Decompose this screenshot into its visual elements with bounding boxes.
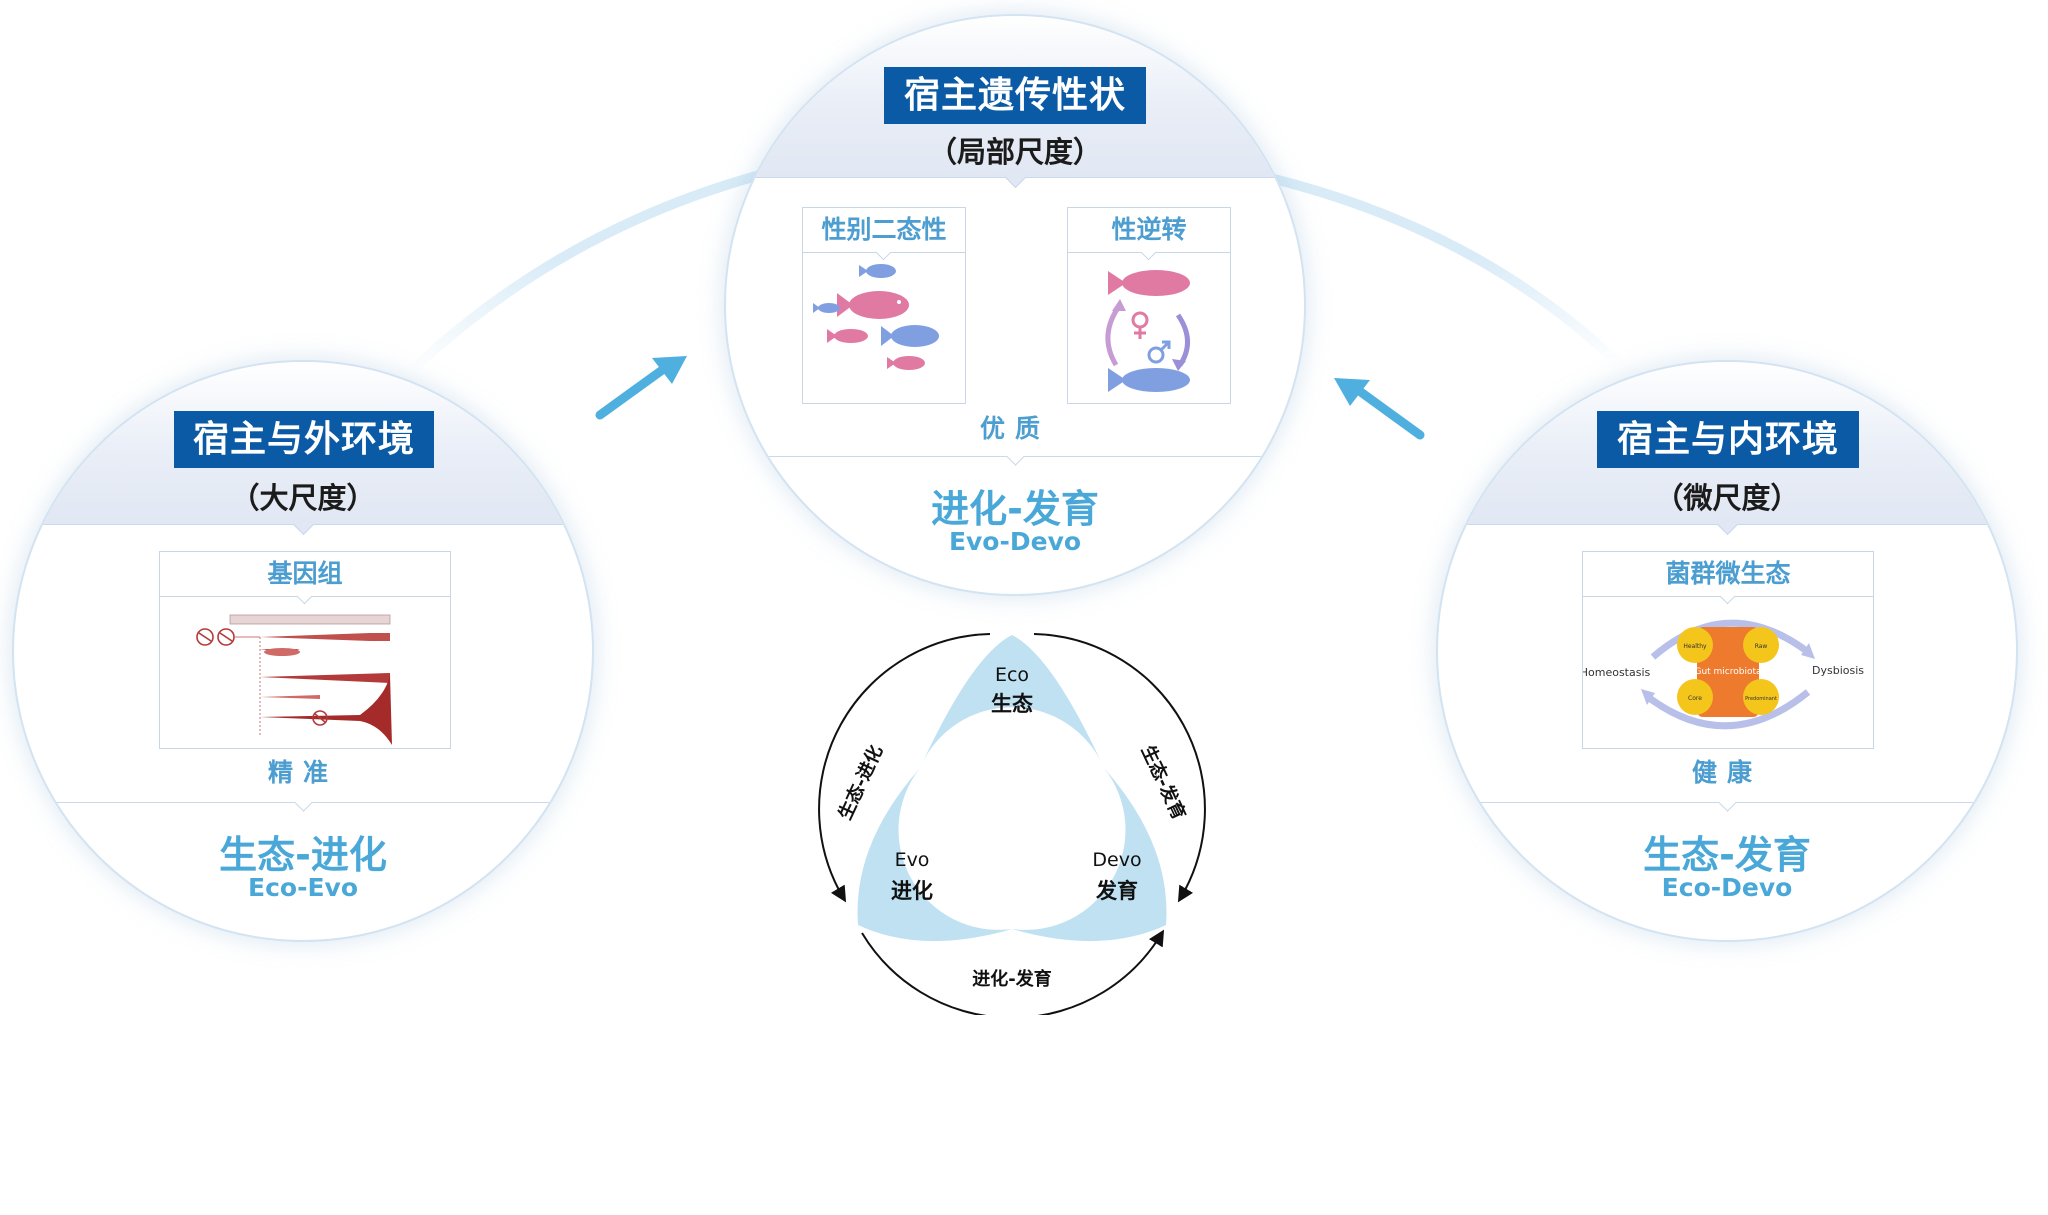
circle-eco-devo: 宿主与内环境 （微尺度） 菌群微生态 Gut microbiota Health…: [1436, 360, 2018, 942]
panel-sexual-dimorphism: 性别二态性: [802, 207, 966, 404]
female-symbol-icon: [1131, 311, 1149, 339]
panel-genome: 基因组: [159, 551, 451, 749]
fish-medium-blue: [881, 325, 939, 347]
sex-reversal-illustration: [1105, 270, 1190, 392]
paradigm-zh: 生态-进化: [219, 833, 387, 877]
fish-female-pink: [1108, 270, 1190, 296]
arc-evo-devo: [861, 929, 1165, 1015]
microbe-node: [1743, 627, 1779, 663]
microbe-node: [1677, 627, 1713, 663]
triad-petals: [857, 635, 1167, 942]
petal-devo: [1012, 768, 1167, 942]
eco-zh: 生态: [991, 692, 1033, 716]
dna-helix-icon: [312, 710, 328, 726]
evo-zh: 进化: [891, 879, 933, 903]
paradigm-en: Eco-Evo: [248, 873, 358, 902]
quality-label: 健康: [1691, 758, 1762, 787]
genome-illustration: [196, 614, 392, 745]
panel-gut-microbiota: 菌群微生态 Gut microbiota Healthy Raw Core Pr…: [1582, 551, 1874, 749]
microbe-node-label: Raw: [1755, 643, 1768, 650]
panel-sex-reversal: 性逆转: [1067, 207, 1231, 404]
microbe-node: [1743, 679, 1779, 715]
microbe-node-label: Predominant: [1745, 696, 1777, 702]
petal-eco: [920, 635, 1104, 768]
microbe-node: [1677, 679, 1713, 715]
panel-label: 性别二态性: [803, 208, 965, 253]
connector-arc-right: [1265, 173, 1625, 370]
fish-small-blue-top: [859, 264, 896, 278]
circle-eco-evo: 宿主与外环境 （大尺度） 基因组: [12, 360, 594, 942]
paradigm-zh: 进化-发育: [931, 487, 1099, 531]
dna-helix-icon: [196, 628, 235, 646]
scale-label: （大尺度）: [230, 481, 376, 515]
eco-evo-devo-triad: Eco 生态 Evo 进化 Devo 发育 生态-进化 生态-发育 进化-发育: [818, 633, 1206, 1015]
microbe-node-label: Core: [1688, 695, 1702, 702]
quality-label: 精准: [267, 758, 338, 787]
quality-label: 优质: [979, 414, 1050, 443]
fish-group-illustration: [813, 264, 939, 370]
microbiota-center-label: Gut microbiota: [1694, 667, 1761, 677]
lineage-branch-5: [260, 675, 392, 745]
arc-label-evo-devo: 进化-发育: [972, 968, 1051, 990]
genome-scale-bar: [229, 614, 391, 625]
devo-en: Devo: [1092, 849, 1141, 871]
connector-arc-left: [405, 170, 765, 377]
arc-eco-devo: [1033, 633, 1206, 903]
petal-evo: [857, 768, 1012, 942]
fish-small-pink-bottom: [887, 356, 925, 370]
microbe-node-label: Healthy: [1683, 643, 1707, 650]
microbiota-illustration: Gut microbiota Healthy Raw Core Predomin…: [1583, 619, 1864, 730]
scale-label: （局部尺度）: [927, 135, 1102, 169]
arc-label-eco-evo: 生态-进化: [834, 742, 888, 823]
fish-small-pink-left: [827, 329, 868, 343]
reversal-arrow-left: [1105, 303, 1123, 367]
fish-large-pink: [837, 291, 909, 319]
evo-en: Evo: [895, 849, 930, 871]
divider-pointer: [1718, 793, 1737, 812]
arc-eco-evo: [818, 633, 991, 903]
title-host-genetic-traits: 宿主遗传性状: [884, 67, 1146, 124]
fish-tiny-blue-left: [813, 303, 840, 313]
arc-label-eco-devo: 生态-发育: [1137, 742, 1191, 823]
title-host-internal-environment: 宿主与内环境: [1597, 411, 1859, 468]
lineage-branch-4: [260, 695, 320, 699]
divider-pointer: [294, 793, 313, 812]
paradigm-zh: 生态-发育: [1643, 833, 1811, 877]
fish-male-blue: [1108, 368, 1190, 392]
paradigm-en: Eco-Devo: [1661, 873, 1793, 902]
title-host-external-environment: 宿主与外环境: [174, 411, 434, 468]
arrow-left-to-top: [595, 356, 687, 420]
male-symbol-icon: [1147, 340, 1171, 364]
dysbiosis-label: Dysbiosis: [1812, 664, 1864, 677]
devo-zh: 发育: [1095, 879, 1138, 903]
divider-pointer: [1006, 447, 1025, 466]
eco-en: Eco: [995, 664, 1029, 686]
circle-evo-devo: 宿主遗传性状 （局部尺度） 性别二态性: [724, 14, 1306, 596]
lineage-branch-3: [260, 673, 390, 683]
lineage-branch-1: [260, 633, 390, 641]
scale-label: （微尺度）: [1654, 481, 1800, 515]
arrow-right-to-top: [1334, 378, 1425, 440]
cycle-arrow-bottom: [1645, 689, 1811, 730]
triad-outer-arcs: [818, 633, 1206, 1015]
cycle-arrow-top: [1650, 619, 1811, 660]
homeostasis-label: Homeostasis: [1583, 666, 1651, 679]
paradigm-en: Evo-Devo: [948, 527, 1082, 556]
triad-center: [919, 727, 1105, 913]
reversal-arrow-right: [1175, 313, 1190, 367]
